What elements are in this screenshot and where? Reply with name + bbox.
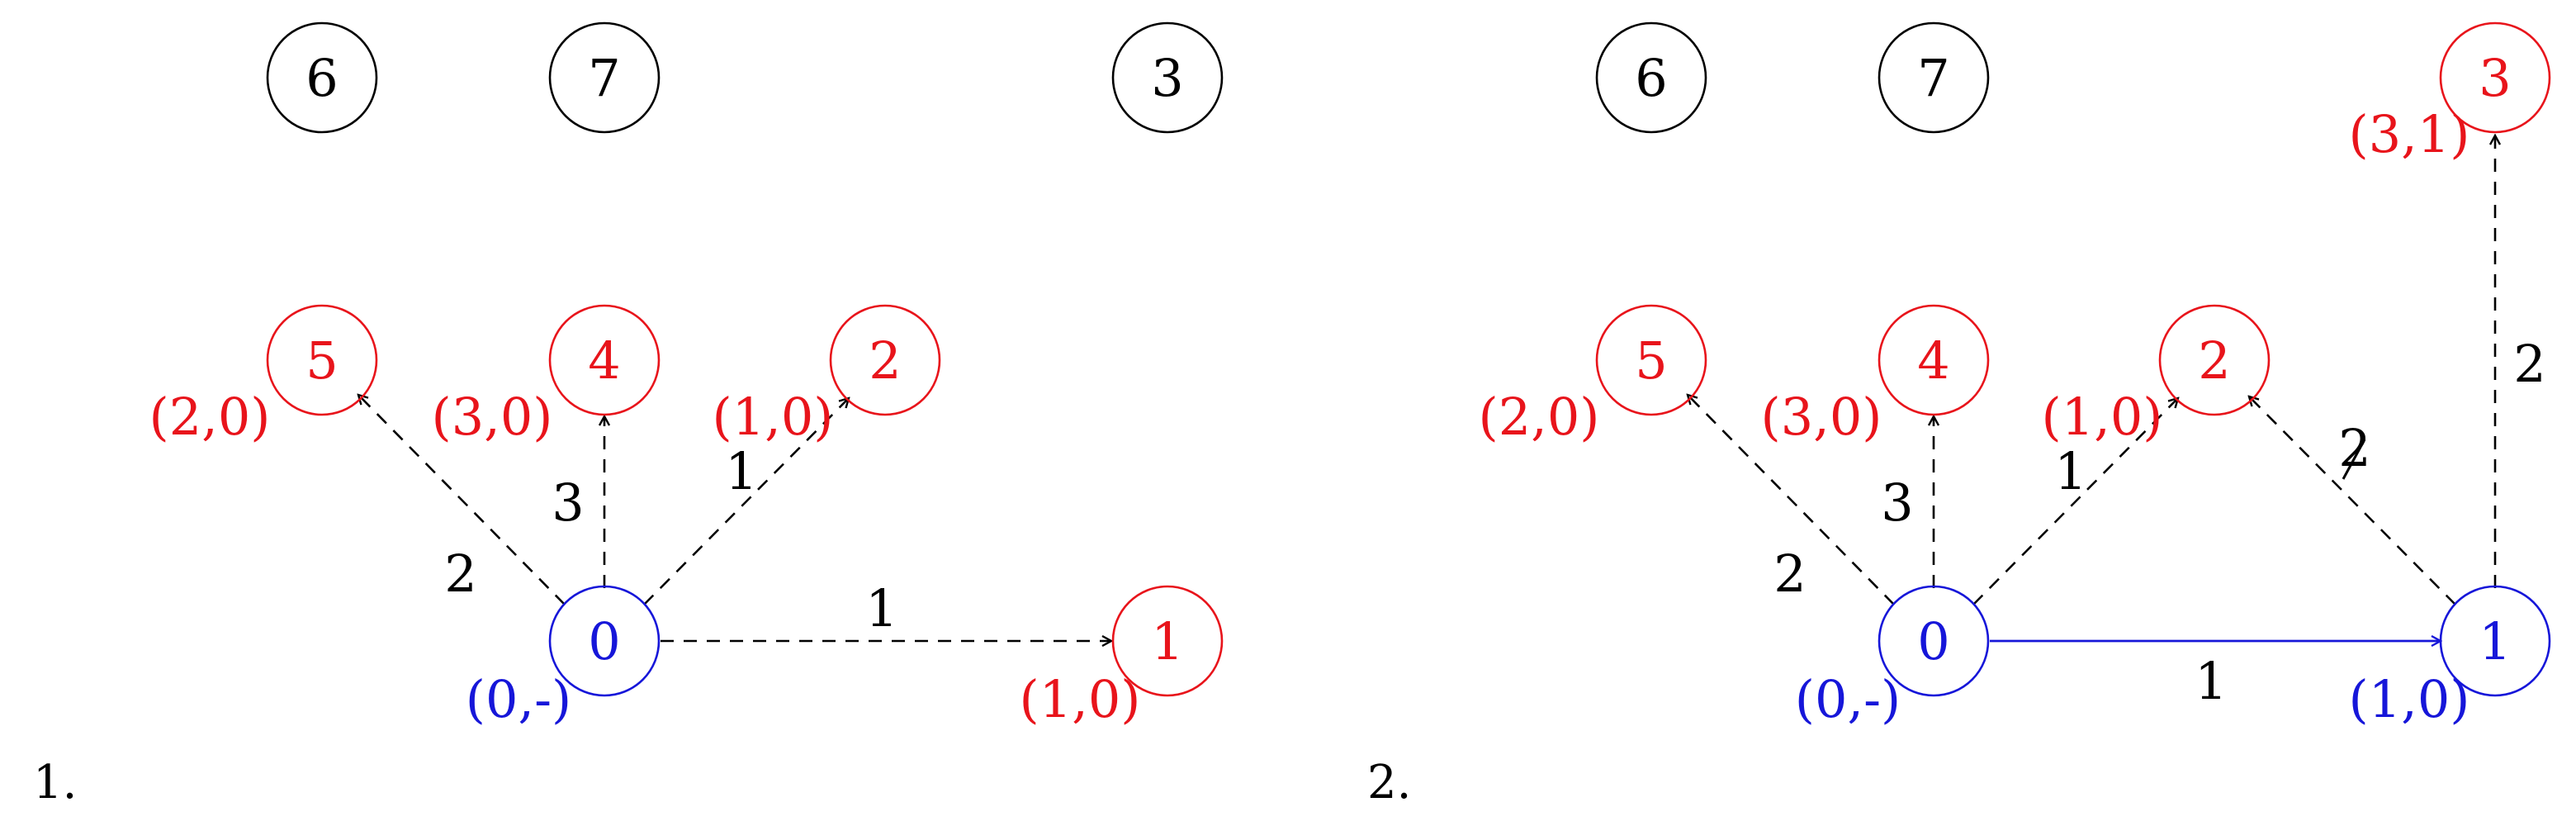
node-annotation: (3,0)	[1761, 387, 1882, 447]
svg-text:0: 0	[1917, 611, 1949, 672]
svg-text:6: 6	[1635, 48, 1667, 108]
edge-weight: 2	[444, 544, 476, 604]
node-annotation: (2,0)	[1479, 387, 1600, 447]
edge-1-3: 2	[2495, 135, 2546, 588]
edge-weight: 2	[1773, 544, 1806, 604]
node-0: 0 (0,-)	[466, 585, 661, 729]
node-annotation: (0,-)	[466, 669, 571, 729]
node-1: 1 (1,0)	[2349, 585, 2551, 729]
node-annotation: (2,0)	[149, 387, 271, 447]
node-annotation: (3,0)	[432, 387, 553, 447]
svg-text:2: 2	[869, 330, 901, 391]
node-annotation: (0,-)	[1795, 669, 1901, 729]
svg-text:5: 5	[305, 330, 338, 391]
node-6: 6	[1595, 21, 1707, 134]
node-4: 4 (3,0)	[432, 304, 661, 447]
panel-2: 2 3 1 1 2 2	[1367, 21, 2551, 809]
svg-text:4: 4	[588, 330, 620, 391]
node-annotation: (1,0)	[1020, 669, 1141, 729]
svg-text:1: 1	[1151, 611, 1183, 672]
edge-0-4: 3	[1881, 416, 1934, 588]
node-3: 3 (3,1)	[2349, 21, 2551, 164]
svg-text:7: 7	[588, 48, 620, 108]
edge-weight: 1	[2195, 651, 2227, 711]
edge-weight: 3	[1881, 472, 1913, 533]
svg-text:2: 2	[2198, 330, 2230, 391]
edge-weight-struck: 2	[2338, 418, 2370, 478]
edge-0-2: 1	[643, 398, 849, 605]
node-7: 7	[1878, 21, 1990, 134]
node-1: 1 (1,0)	[1020, 585, 1224, 729]
svg-text:1: 1	[2479, 611, 2511, 672]
edge-weight: 2	[2513, 334, 2545, 394]
node-annotation: (1,0)	[2349, 669, 2470, 729]
panel-1: 2 3 1 1 6 7	[33, 21, 1224, 809]
svg-text:6: 6	[305, 48, 338, 108]
edge-weight: 3	[552, 472, 584, 533]
svg-text:5: 5	[1635, 330, 1667, 391]
edge-0-5: 2	[358, 395, 566, 605]
svg-text:7: 7	[1917, 48, 1949, 108]
edge-0-2: 1	[1972, 398, 2178, 605]
panel-2-nodes: 6 7 3 (3,1) 5 (2,0) 4 (3,0)	[1479, 21, 2551, 729]
node-2: 2 (1,0)	[713, 304, 941, 447]
panel-label: 1.	[33, 756, 77, 809]
panel-2-edges: 2 3 1 1 2 2	[1688, 135, 2546, 711]
node-2: 2 (1,0)	[2042, 304, 2271, 447]
node-6: 6	[266, 21, 378, 134]
svg-text:3: 3	[1151, 48, 1183, 108]
node-3: 3	[1111, 21, 1224, 134]
node-7: 7	[548, 21, 661, 134]
edge-weight: 1	[2054, 441, 2086, 501]
svg-text:4: 4	[1917, 330, 1949, 391]
panel-label: 2.	[1367, 756, 1411, 809]
edge-weight: 1	[725, 441, 757, 501]
strikethrough-mark	[2342, 439, 2366, 480]
panel-1-nodes: 6 7 3 5 (2,0) 4 (3,0) 2	[149, 21, 1224, 729]
edge-0-5: 2	[1688, 395, 1895, 605]
edge-1-2: 2	[2249, 396, 2456, 605]
svg-text:0: 0	[588, 611, 620, 672]
edge-0-1: 1	[1990, 641, 2441, 711]
edge-0-1: 1	[661, 578, 1111, 641]
node-annotation: (1,0)	[713, 387, 834, 447]
panel-1-edges: 2 3 1 1	[358, 395, 1111, 641]
node-annotation: (1,0)	[2042, 387, 2163, 447]
node-annotation: (3,1)	[2349, 104, 2470, 164]
node-5: 5 (2,0)	[149, 304, 378, 447]
node-4: 4 (3,0)	[1761, 304, 1990, 447]
node-0: 0 (0,-)	[1795, 585, 1990, 729]
edge-weight: 1	[865, 578, 897, 638]
node-5: 5 (2,0)	[1479, 304, 1707, 447]
edge-0-4: 3	[552, 416, 604, 588]
svg-text:3: 3	[2479, 48, 2511, 108]
